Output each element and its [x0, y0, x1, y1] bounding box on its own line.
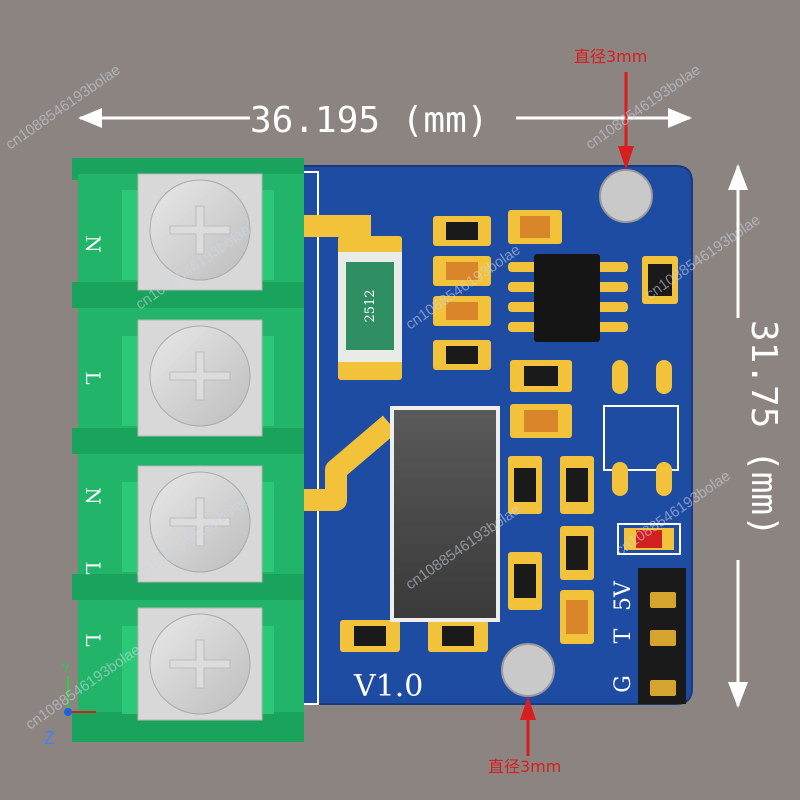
smd-capacitor	[433, 296, 491, 326]
watermark: cn1088546193bolae	[583, 61, 704, 153]
pad-cluster	[603, 360, 679, 496]
smd-resistor	[433, 216, 491, 246]
smd-resistor	[560, 526, 594, 580]
resistor-label: 2512	[363, 289, 378, 322]
width-dimension	[78, 108, 692, 128]
terminal-label-l1: L	[81, 371, 105, 384]
terminal-label-l2: L	[81, 561, 105, 574]
pin-header	[638, 568, 686, 704]
watermark: cn1088546193bolae	[3, 61, 124, 153]
header-label-g: G	[611, 675, 636, 693]
height-dimension	[728, 164, 748, 708]
smd-capacitor	[560, 590, 594, 644]
header-label-t: T	[611, 628, 636, 643]
smd-resistor	[340, 620, 400, 652]
terminal-label-n2: N	[81, 487, 105, 505]
smd-components	[340, 210, 678, 652]
terminal-label-n1: N	[81, 235, 105, 253]
header-label-5v: 5V	[611, 580, 636, 611]
top-hole-callout: 直径3mm	[574, 47, 647, 66]
bottom-hole-arrow	[520, 696, 536, 756]
smd-capacitor	[433, 256, 491, 286]
smd-resistor	[433, 340, 491, 370]
smd-capacitor	[508, 210, 562, 244]
axis-z-label: Z	[44, 728, 55, 748]
bottom-hole-callout: 直径3mm	[488, 757, 561, 776]
smd-capacitor	[510, 404, 572, 438]
mounting-hole-bottom	[501, 643, 555, 697]
resistor-2512: 2512	[338, 236, 402, 380]
large-ic-module	[390, 406, 500, 622]
axis-gizmo: Y Z	[44, 661, 96, 748]
height-dimension-label: 31.75 (mm)	[743, 320, 784, 537]
smd-resistor	[428, 620, 488, 652]
soic8-chip	[508, 254, 628, 342]
smd-resistor	[510, 360, 572, 392]
copper-trace-lower	[300, 415, 398, 511]
terminal-label-l3: L	[81, 633, 105, 646]
smd-resistor	[508, 552, 542, 610]
top-hole-arrow	[618, 72, 634, 170]
smd-resistor	[642, 256, 678, 304]
width-dimension-label: 36.195 (mm)	[250, 100, 488, 141]
axis-y-label: Y	[62, 661, 70, 675]
board-version: V1.0	[353, 669, 423, 704]
mounting-hole-top	[599, 169, 653, 223]
smd-resistor	[560, 456, 594, 514]
smd-resistor	[508, 456, 542, 514]
led-red	[617, 523, 681, 555]
terminal-block	[72, 158, 304, 742]
